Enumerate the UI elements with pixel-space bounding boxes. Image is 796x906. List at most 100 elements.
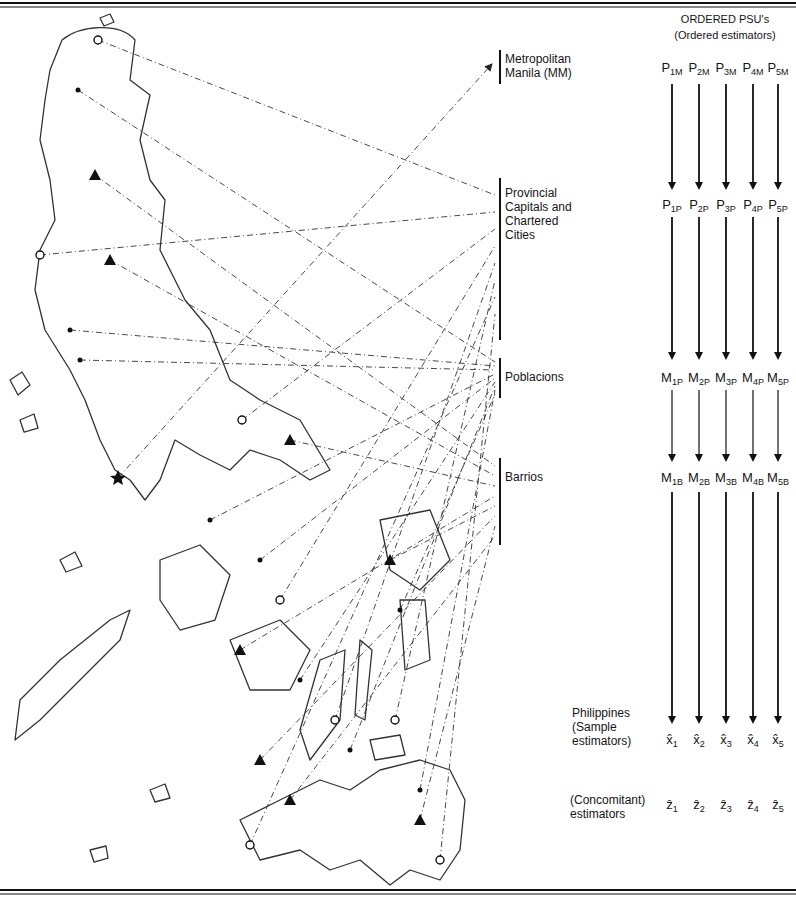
manila-star (110, 470, 126, 485)
arrow-head (668, 182, 676, 190)
leader-line (118, 64, 492, 478)
subscript: 5B (778, 477, 789, 487)
arrow-head (774, 454, 782, 462)
category-label: Barrios (505, 470, 587, 484)
island-outline (100, 14, 114, 26)
flow-arrow (752, 84, 754, 184)
estimator-symbol: M3P (715, 371, 737, 385)
poblacion-dot (418, 788, 423, 793)
poblacion-dot (68, 328, 73, 333)
leader-line (335, 263, 495, 720)
island-outline (15, 610, 130, 740)
estimator-symbol: x̂5 (772, 733, 784, 747)
capital-circle (36, 251, 44, 259)
arrow-head (749, 716, 757, 724)
arrow-head (695, 454, 703, 462)
subscript: 3P (726, 377, 737, 387)
subscript: 5P (777, 204, 788, 214)
barrio-triangle (284, 434, 296, 445)
flow-arrow (671, 84, 673, 184)
flow-arrow (752, 390, 753, 456)
island-outline (20, 414, 38, 432)
rule-line (0, 2, 796, 4)
island-outline (160, 545, 230, 630)
capital-circle (94, 36, 102, 44)
estimator-symbol: M4P (742, 371, 764, 385)
estimator-symbol: P2M (688, 61, 709, 75)
flow-arrow (698, 84, 700, 184)
category-label: Philippines (Sample estimators) (572, 706, 652, 748)
estimator-symbol: P3M (715, 61, 736, 75)
leader-line (395, 280, 495, 720)
estimator-symbol: P4P (743, 198, 763, 212)
arrow-head (774, 716, 782, 724)
category-label: Poblacions (505, 370, 587, 384)
leader-line (240, 496, 495, 650)
arrow-head (722, 352, 730, 360)
subscript: 4B (753, 477, 764, 487)
capital-circle (276, 596, 284, 604)
flow-arrow (671, 492, 673, 718)
poblacion-dot (78, 358, 83, 363)
barrio-triangle (384, 554, 396, 565)
island-outline (300, 650, 345, 760)
barrio-triangle (89, 169, 101, 180)
arrow-head (695, 352, 703, 360)
flow-arrow (777, 217, 779, 354)
estimator-symbol: P2P (689, 198, 709, 212)
subscript: 3 (727, 739, 732, 749)
subscript: 2P (699, 377, 710, 387)
estimator-symbol: ẑ5 (772, 798, 784, 812)
estimator-symbol: P3P (716, 198, 736, 212)
capital-circle (246, 841, 254, 849)
rule-line (0, 894, 796, 895)
leader-line (420, 526, 495, 820)
subscript: 2 (700, 739, 705, 749)
island-outline (370, 735, 405, 760)
arrow-head (749, 454, 757, 462)
leader-line (95, 175, 495, 466)
subscript: 3B (726, 477, 737, 487)
arrow-head (668, 454, 676, 462)
poblacion-dot (76, 88, 81, 93)
flow-arrow (725, 217, 727, 354)
bracket-bar (499, 358, 501, 398)
rule-line (0, 889, 796, 891)
flow-arrow (777, 390, 778, 456)
subscript: 4M (751, 67, 764, 77)
subscript: 5P (778, 377, 789, 387)
poblacion-dot (398, 608, 403, 613)
flow-arrow (777, 84, 779, 184)
estimator-symbol: M1P (661, 371, 683, 385)
barrio-triangle (284, 794, 296, 805)
leader-line (290, 536, 495, 800)
flow-arrow (725, 492, 727, 718)
capital-circle (391, 716, 399, 724)
poblacion-dot (298, 678, 303, 683)
island-outline (230, 620, 310, 690)
estimator-symbol: ẑ1 (666, 798, 678, 812)
estimator-symbol: M2P (688, 371, 710, 385)
barrio-triangle (414, 814, 426, 825)
leader-line (260, 378, 495, 560)
leader-line (78, 90, 495, 362)
island-outline (90, 846, 108, 862)
subscript: 2P (698, 204, 709, 214)
estimator-symbol: M4B (742, 471, 764, 485)
subscript: 4P (752, 204, 763, 214)
leader-line (290, 440, 495, 486)
island-outline (240, 760, 465, 885)
capital-circle (331, 716, 339, 724)
subscript: 1 (673, 739, 678, 749)
poblacion-dot (258, 558, 263, 563)
arrow-head (722, 454, 730, 462)
leader-line (400, 394, 495, 610)
estimator-symbol: x̂3 (720, 733, 732, 747)
island-outline (35, 28, 330, 500)
flow-arrow (698, 390, 699, 456)
estimator-symbol: ẑ4 (747, 798, 759, 812)
estimator-symbol: P1M (661, 61, 682, 75)
subscript: 4 (754, 739, 759, 749)
